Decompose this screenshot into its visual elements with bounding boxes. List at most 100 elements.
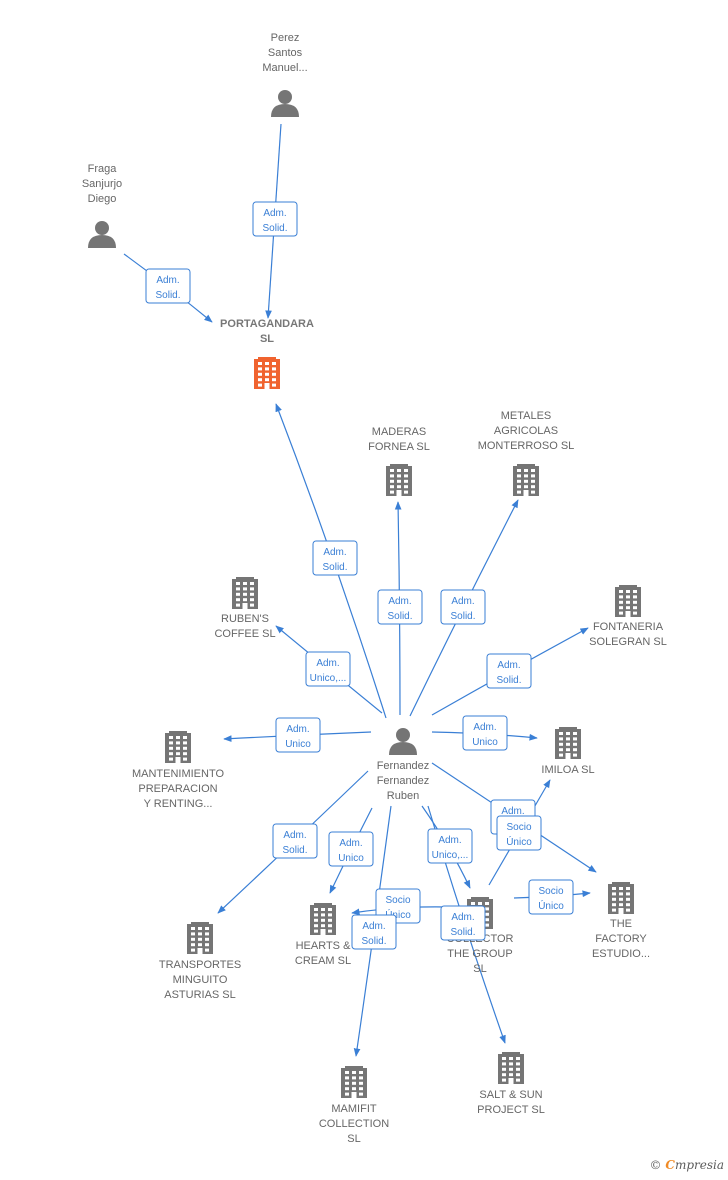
node-label: MONTERROSO SL (478, 440, 575, 452)
node-label: FONTANERIA (593, 621, 664, 633)
node-thefactory[interactable]: THE FACTORY ESTUDIO... (592, 882, 650, 960)
edge-label-box (440, 589, 486, 625)
edge-label-box (486, 653, 532, 689)
edge-label-perez-to-portagandara[interactable]: Adm.Solid. (252, 201, 298, 237)
building-icon (232, 577, 258, 609)
edge-label-fernandez-to-mamifit[interactable]: Adm.Solid. (351, 914, 397, 950)
edge-label-text: Solid. (387, 611, 412, 622)
node-label: Y RENTING... (144, 798, 213, 810)
edge-label-fernandez-to-portagandara[interactable]: Adm.Solid. (312, 540, 358, 576)
building-icon (498, 1052, 524, 1084)
node-portagandara[interactable]: PORTAGANDARA SL (220, 318, 314, 389)
node-label: ASTURIAS SL (164, 989, 236, 1001)
node-label: SL (473, 963, 486, 975)
node-perez[interactable]: PerezSantosManuel... (262, 32, 308, 117)
brand-initial: C (665, 1158, 675, 1172)
edge-label-text: Adm. (451, 912, 474, 923)
node-maderas[interactable]: MADERAS FORNEA SL (368, 426, 430, 496)
edge-label-text: Adm. (501, 806, 524, 817)
edge-label-text: Adm. (316, 658, 339, 669)
node-label: THE (610, 918, 632, 930)
node-label: FORNEA SL (368, 441, 430, 453)
node-label: Sanjurjo (82, 178, 122, 190)
node-label: MAMIFIT (331, 1103, 376, 1115)
person-icon (88, 221, 116, 248)
node-label: MANTENIMIENTO (132, 768, 225, 780)
edge-label-text: Adm. (286, 724, 309, 735)
edge-label-text: Único (506, 835, 532, 848)
node-mantenimiento[interactable]: MANTENIMIENTO PREPARACION Y RENTING... (132, 731, 225, 810)
node-label: Fernandez (377, 775, 430, 787)
node-label: PORTAGANDARA (220, 318, 314, 330)
edge-label-text: Solid. (282, 845, 307, 856)
edge-label-text: Solid. (322, 562, 347, 573)
node-label: MADERAS (372, 426, 426, 438)
building-icon (187, 922, 213, 954)
node-label: SOLEGRAN SL (589, 636, 667, 648)
node-label: Perez (271, 32, 300, 44)
edge-label-fernandez-to-imiloa[interactable]: Adm.Unico (462, 715, 508, 751)
node-label: SL (347, 1133, 360, 1145)
node-label: COLLECTION (319, 1118, 389, 1130)
node-label: TRANSPORTES (159, 959, 241, 971)
edge-label-fernandez-to-metales[interactable]: Adm.Solid. (440, 589, 486, 625)
node-hearts[interactable]: HEARTS &CREAM SL (295, 903, 351, 967)
edge-label-fernandez-to-maderas[interactable]: Adm.Solid. (377, 589, 423, 625)
node-label: THE GROUP (447, 948, 512, 960)
edge-label-text: Adm. (362, 921, 385, 932)
edge-label-text: Solid. (496, 675, 521, 686)
person-icon (389, 728, 417, 755)
copyright-symbol: © (649, 1158, 662, 1172)
edge-label-fernandez-to-rubens[interactable]: Adm.Unico,... (305, 651, 351, 687)
node-label: IMILOA SL (541, 764, 594, 776)
building-icon (513, 464, 539, 496)
edge-label-fernandez-to-mantenimiento[interactable]: Adm. Unico (275, 717, 321, 753)
node-label: Diego (88, 193, 117, 205)
building-icon (555, 727, 581, 759)
node-label: ESTUDIO... (592, 948, 650, 960)
node-label: RUBEN'S (221, 613, 269, 625)
node-label: SL (260, 333, 274, 345)
edge-label-text: Solid. (450, 611, 475, 622)
node-imiloa[interactable]: IMILOA SL (541, 727, 595, 776)
edge-label-box (440, 905, 486, 941)
node-fontaneria[interactable]: FONTANERIA SOLEGRAN SL (589, 585, 667, 648)
edge-label-box (528, 879, 574, 915)
edge-label-fernandez-to-collector[interactable]: Adm.Unico,... (427, 828, 473, 864)
edge-label-text: Adm. (473, 722, 496, 733)
edge-label-text: Solid. (450, 927, 475, 938)
node-label: PREPARACION (138, 783, 217, 795)
edge-label-text: Adm. (156, 275, 179, 286)
edge-label-box (272, 823, 318, 859)
node-label: Fraga (88, 163, 118, 175)
building-icon (341, 1066, 367, 1098)
node-label: PROJECT SL (477, 1104, 545, 1116)
node-label: FACTORY (595, 933, 647, 945)
node-label: HEARTS & (296, 940, 351, 952)
edge-label-box (351, 914, 397, 950)
brand-name: mpresia (674, 1158, 724, 1172)
edge-label-box (145, 268, 191, 304)
edge-label-text: Solid. (262, 223, 287, 234)
edge-label-fraga-to-portagandara[interactable]: Adm. Solid. (145, 268, 191, 304)
edge-label-text: Unico (338, 853, 364, 864)
edge-label-box (377, 589, 423, 625)
edge-label-text: Socio (385, 895, 410, 906)
node-mamifit[interactable]: MAMIFIT COLLECTION SL (319, 1066, 389, 1145)
edge-label-fernandez-to-transportes[interactable]: Adm.Solid. (272, 823, 318, 859)
edge-label-text: Unico,... (432, 850, 469, 861)
edge-label-text: Solid. (155, 290, 180, 301)
edge-label-text: Unico (285, 739, 311, 750)
edge-label-fernandez-to-fontaneria[interactable]: Adm.Solid. (486, 653, 532, 689)
edge-label-fernandez-to-hearts[interactable]: Adm.Unico (328, 831, 374, 867)
edge-label-text: Socio (538, 886, 563, 897)
edge-label-fernandez-to-saltsun[interactable]: Adm. Solid. (440, 905, 486, 941)
